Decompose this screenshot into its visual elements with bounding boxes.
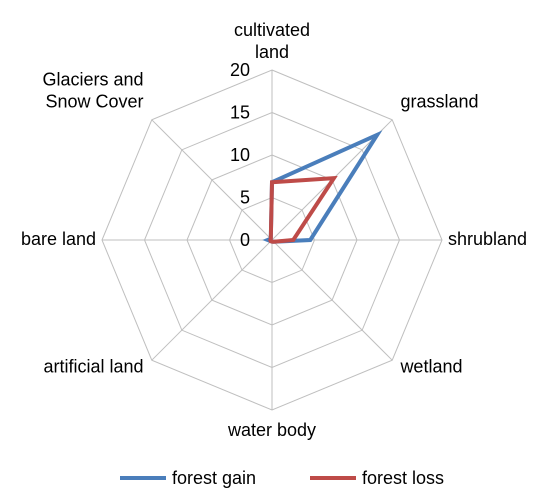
tick-labels: 0 5 10 15 20: [230, 60, 250, 250]
axis-spoke-7: [151, 119, 273, 241]
tick-label-15: 15: [230, 103, 250, 123]
tick-label-0: 0: [240, 230, 250, 250]
tick-label-20: 20: [230, 60, 250, 80]
series-layer: [262, 130, 383, 244]
tick-label-10: 10: [230, 145, 250, 165]
legend-label-forest-gain: forest gain: [172, 468, 256, 488]
category-label-3-line-0: wetland: [399, 356, 462, 376]
category-label-7-line-0: Glaciers and: [42, 70, 143, 90]
category-label-7-line-1: Snow Cover: [46, 92, 144, 112]
category-label-0-line-0: cultivated: [234, 20, 310, 40]
category-label-0-line-1: land: [255, 42, 289, 62]
category-label-5-line-0: artificial land: [44, 356, 144, 376]
category-label-6-line-0: bare land: [21, 229, 96, 249]
tick-label-5: 5: [240, 188, 250, 208]
axis-spoke-3: [271, 239, 393, 361]
legend: forest gain forest loss: [120, 468, 444, 488]
category-label-4-line-0: water body: [227, 420, 316, 440]
legend-label-forest-loss: forest loss: [362, 468, 444, 488]
category-label-2-line-0: shrubland: [448, 229, 527, 249]
series-line-forest-loss: [268, 175, 338, 244]
axis-spoke-5: [151, 239, 273, 361]
category-label-1-line-0: grassland: [400, 92, 478, 112]
